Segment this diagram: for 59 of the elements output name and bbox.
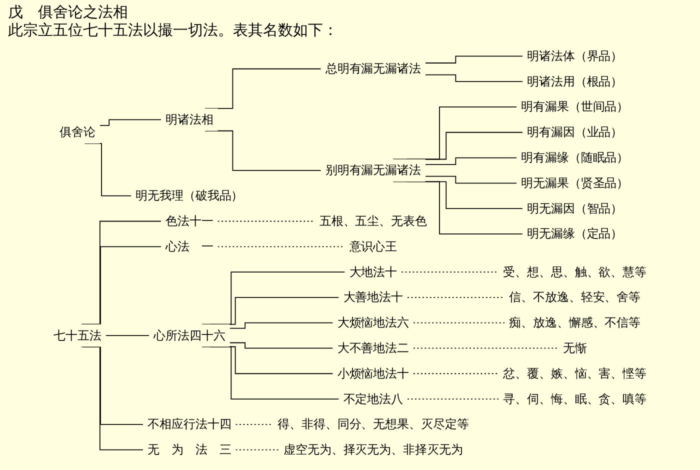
node-text: 明有漏缘（随眠品） bbox=[521, 150, 629, 164]
connector bbox=[425, 157, 518, 166]
node-text: 痴、放逸、懈感、不信等 bbox=[509, 315, 641, 330]
connector bbox=[229, 342, 334, 349]
connector bbox=[425, 56, 523, 64]
connector bbox=[217, 220, 316, 222]
node-text: 明诸法用（根品） bbox=[527, 74, 623, 88]
node-text: 受、想、思、触、欲、慧等 bbox=[503, 264, 647, 279]
node-text: 明无漏因（智品） bbox=[527, 201, 623, 216]
node-text: 大地法十 bbox=[349, 264, 398, 279]
connector bbox=[217, 246, 346, 248]
node-text: 无 为 法 三 bbox=[148, 442, 232, 457]
node-text: 虚空无为、择灭无为、非择灭无为 bbox=[284, 442, 463, 457]
node-text: 大不善地法二 bbox=[337, 340, 410, 355]
connector bbox=[425, 74, 523, 82]
node-text: 大烦恼地法六 bbox=[337, 315, 410, 330]
node-text: 明无漏果（贤圣品） bbox=[521, 176, 629, 190]
connector bbox=[413, 348, 559, 349]
node-text: 大善地法十 bbox=[343, 290, 404, 304]
connector bbox=[413, 322, 506, 324]
connector bbox=[105, 335, 150, 336]
node-text: 小烦恼地法十 bbox=[337, 366, 410, 380]
section-heading: 戊 俱舍论之法相 bbox=[8, 3, 128, 21]
connector bbox=[406, 132, 523, 160]
connector bbox=[82, 246, 162, 325]
node-text: 不定地法八 bbox=[343, 392, 404, 406]
node-text: 忿、覆、嫉、恼、害、悭等 bbox=[503, 366, 647, 380]
connector bbox=[80, 346, 144, 450]
node-text: 明有漏果（世间品） bbox=[521, 100, 629, 114]
connector bbox=[99, 119, 162, 126]
connector bbox=[407, 297, 506, 298]
connector bbox=[204, 130, 322, 171]
node-text: 明无我理（破我品） bbox=[136, 188, 244, 203]
node-text: 寻、伺、悔、眠、贪、嗔等 bbox=[503, 392, 647, 406]
node-text: 意识心王 bbox=[349, 239, 398, 254]
connector bbox=[425, 176, 518, 184]
node-text: 信、不放逸、轻安、舍等 bbox=[509, 290, 641, 304]
connector bbox=[210, 297, 340, 325]
node-text: 明有漏因（业品） bbox=[527, 124, 623, 140]
node-text: 得、非得、同分、无想果、灭尽定等 bbox=[278, 416, 469, 432]
node-text: 明无漏缘（定品） bbox=[527, 226, 623, 241]
connector bbox=[235, 424, 274, 425]
connector bbox=[80, 220, 162, 325]
connector bbox=[407, 398, 500, 400]
connector bbox=[201, 346, 340, 400]
node-text: 无惭 bbox=[562, 340, 587, 355]
node-text: 心法 一 bbox=[166, 239, 214, 254]
connector bbox=[201, 272, 346, 325]
connector bbox=[392, 181, 523, 234]
node-text: 不相应行法十四 bbox=[148, 416, 232, 432]
node-text: 五根、五尘、无表色 bbox=[319, 214, 427, 228]
connector bbox=[235, 449, 280, 450]
intro-text: 此宗立五位七十五法以撮一切法。表其名数如下： bbox=[8, 21, 338, 39]
node-text: 明诸法体（界品） bbox=[527, 48, 623, 63]
node-text: 色法十一 bbox=[166, 214, 214, 228]
connector bbox=[392, 106, 518, 160]
node-text: 总明有漏无漏诸法 bbox=[325, 61, 421, 76]
connector bbox=[413, 373, 500, 374]
connector bbox=[229, 322, 334, 329]
